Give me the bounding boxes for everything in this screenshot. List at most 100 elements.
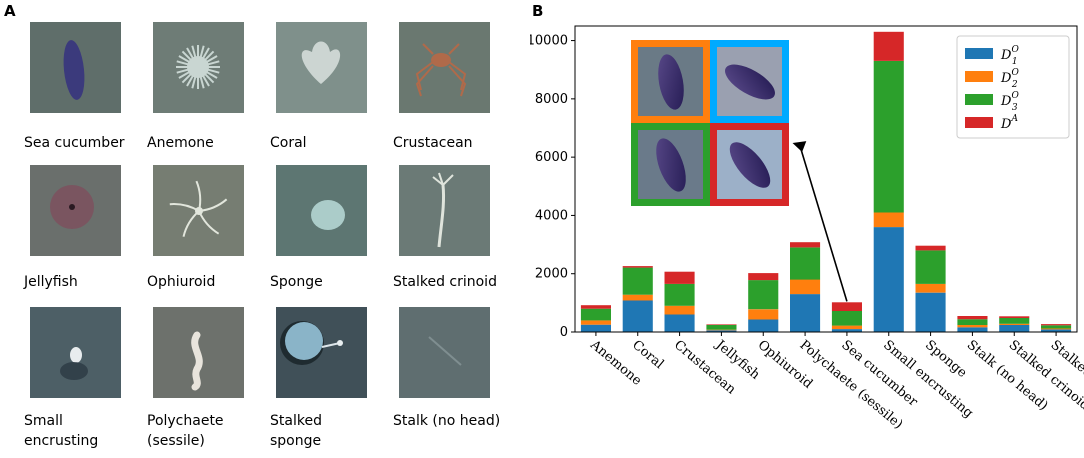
arrow-head bbox=[792, 141, 807, 152]
thumbnail-image bbox=[276, 22, 367, 113]
thumbnail-image bbox=[153, 165, 244, 256]
bar-segment bbox=[915, 283, 946, 293]
thumbnail-image bbox=[399, 307, 490, 398]
bar-segment bbox=[1041, 329, 1072, 332]
bar-segment bbox=[831, 325, 862, 330]
bar-segment bbox=[622, 266, 653, 268]
bar-segment bbox=[664, 271, 695, 284]
bar-segment bbox=[790, 279, 821, 295]
thumbnail-image bbox=[30, 22, 121, 113]
bar-segment bbox=[831, 311, 862, 326]
thumbnail-label: Ophiuroid bbox=[147, 274, 216, 290]
thumbnail-image bbox=[276, 165, 367, 256]
bar-segment bbox=[748, 309, 779, 320]
x-tick-label: Coral bbox=[629, 338, 666, 373]
bar-segment bbox=[999, 316, 1030, 318]
panel-a-letter: A bbox=[4, 2, 16, 20]
bar-segment bbox=[957, 327, 988, 332]
bar-segment bbox=[873, 227, 904, 332]
bar-segment bbox=[915, 292, 946, 332]
bar-segment bbox=[957, 319, 988, 325]
y-tick-label: 10000 bbox=[530, 34, 568, 49]
bar-segment bbox=[1041, 324, 1072, 326]
bar-segment bbox=[999, 318, 1030, 324]
legend-label: DA bbox=[1000, 114, 1018, 132]
bar-segment bbox=[580, 305, 611, 309]
sea-cucumber-crop bbox=[725, 64, 775, 100]
bar-segment bbox=[831, 302, 862, 311]
inset-arrow bbox=[799, 145, 848, 302]
bar-segment bbox=[664, 314, 695, 332]
thumbnail-label: encrusting bbox=[24, 433, 99, 449]
bar-segment bbox=[748, 273, 779, 281]
thumbnail-image bbox=[30, 165, 121, 256]
bar-segment bbox=[748, 280, 779, 310]
panel-b-letter: B bbox=[532, 2, 544, 20]
legend-swatch bbox=[965, 71, 993, 82]
thumbnail-label: Sea cucumber bbox=[24, 135, 125, 151]
thumbnail-image bbox=[153, 307, 244, 398]
thumbnail-label: Sponge bbox=[270, 274, 323, 290]
bar-segment bbox=[999, 323, 1030, 325]
bar-segment bbox=[790, 242, 821, 248]
y-tick-label: 4000 bbox=[535, 208, 568, 223]
bar-segment bbox=[706, 325, 737, 330]
y-tick-label: 0 bbox=[560, 325, 568, 340]
thumbnail-image bbox=[30, 307, 121, 398]
thumbnail-label: Small bbox=[24, 413, 63, 429]
bar-segment bbox=[664, 283, 695, 306]
bar-segment bbox=[999, 325, 1030, 332]
thumbnail-image bbox=[153, 22, 244, 113]
bar-segment bbox=[622, 267, 653, 295]
bar-segment bbox=[580, 308, 611, 321]
thumbnail-label: sponge bbox=[270, 433, 322, 449]
legend-swatch bbox=[965, 117, 993, 128]
bar-segment bbox=[664, 305, 695, 315]
y-tick-label: 2000 bbox=[535, 267, 568, 282]
thumbnail-image bbox=[276, 307, 367, 398]
bar-segment bbox=[957, 316, 988, 320]
bar-segment bbox=[873, 31, 904, 61]
bar-segment bbox=[957, 325, 988, 328]
bar-segment bbox=[622, 300, 653, 332]
sea-cucumber-inset bbox=[631, 40, 848, 302]
thumbnail-label: Stalked crinoid bbox=[393, 274, 497, 290]
sea-cucumber-crop bbox=[658, 54, 684, 110]
bar-segment bbox=[748, 319, 779, 332]
thumbnail-label: Stalk (no head) bbox=[393, 413, 501, 429]
y-tick-label: 8000 bbox=[535, 92, 568, 107]
thumbnail-label: Coral bbox=[270, 135, 307, 151]
thumbnail-label: Crustacean bbox=[393, 135, 473, 151]
bar-segment bbox=[873, 61, 904, 213]
bar-segment bbox=[831, 329, 862, 332]
bar-segment bbox=[1041, 325, 1072, 329]
thumbnail-label: Polychaete bbox=[147, 413, 224, 429]
thumbnail-image bbox=[399, 165, 490, 256]
bar-segment bbox=[790, 294, 821, 332]
bar-segment bbox=[915, 245, 946, 251]
bar-segment bbox=[580, 324, 611, 332]
thumbnail-label: Anemone bbox=[147, 135, 214, 151]
bar-segment bbox=[1041, 328, 1072, 330]
legend-swatch bbox=[965, 94, 993, 105]
bar-segment bbox=[622, 294, 653, 301]
plot-frame bbox=[574, 25, 1078, 333]
legend-swatch bbox=[965, 48, 993, 59]
bar-segment bbox=[706, 330, 737, 332]
thumbnail-image bbox=[399, 22, 490, 113]
thumbnail-label: Jellyfish bbox=[24, 274, 78, 290]
bar-segment bbox=[580, 320, 611, 325]
bar-segment bbox=[706, 324, 737, 325]
thumbnail-label: (sessile) bbox=[147, 433, 205, 449]
bar-segment bbox=[873, 212, 904, 228]
y-tick-label: 6000 bbox=[535, 150, 568, 165]
bar-segment bbox=[790, 247, 821, 280]
sea-cucumber-crop bbox=[656, 138, 686, 192]
sea-cucumber-crop bbox=[729, 142, 771, 188]
bar-segment bbox=[915, 250, 946, 284]
